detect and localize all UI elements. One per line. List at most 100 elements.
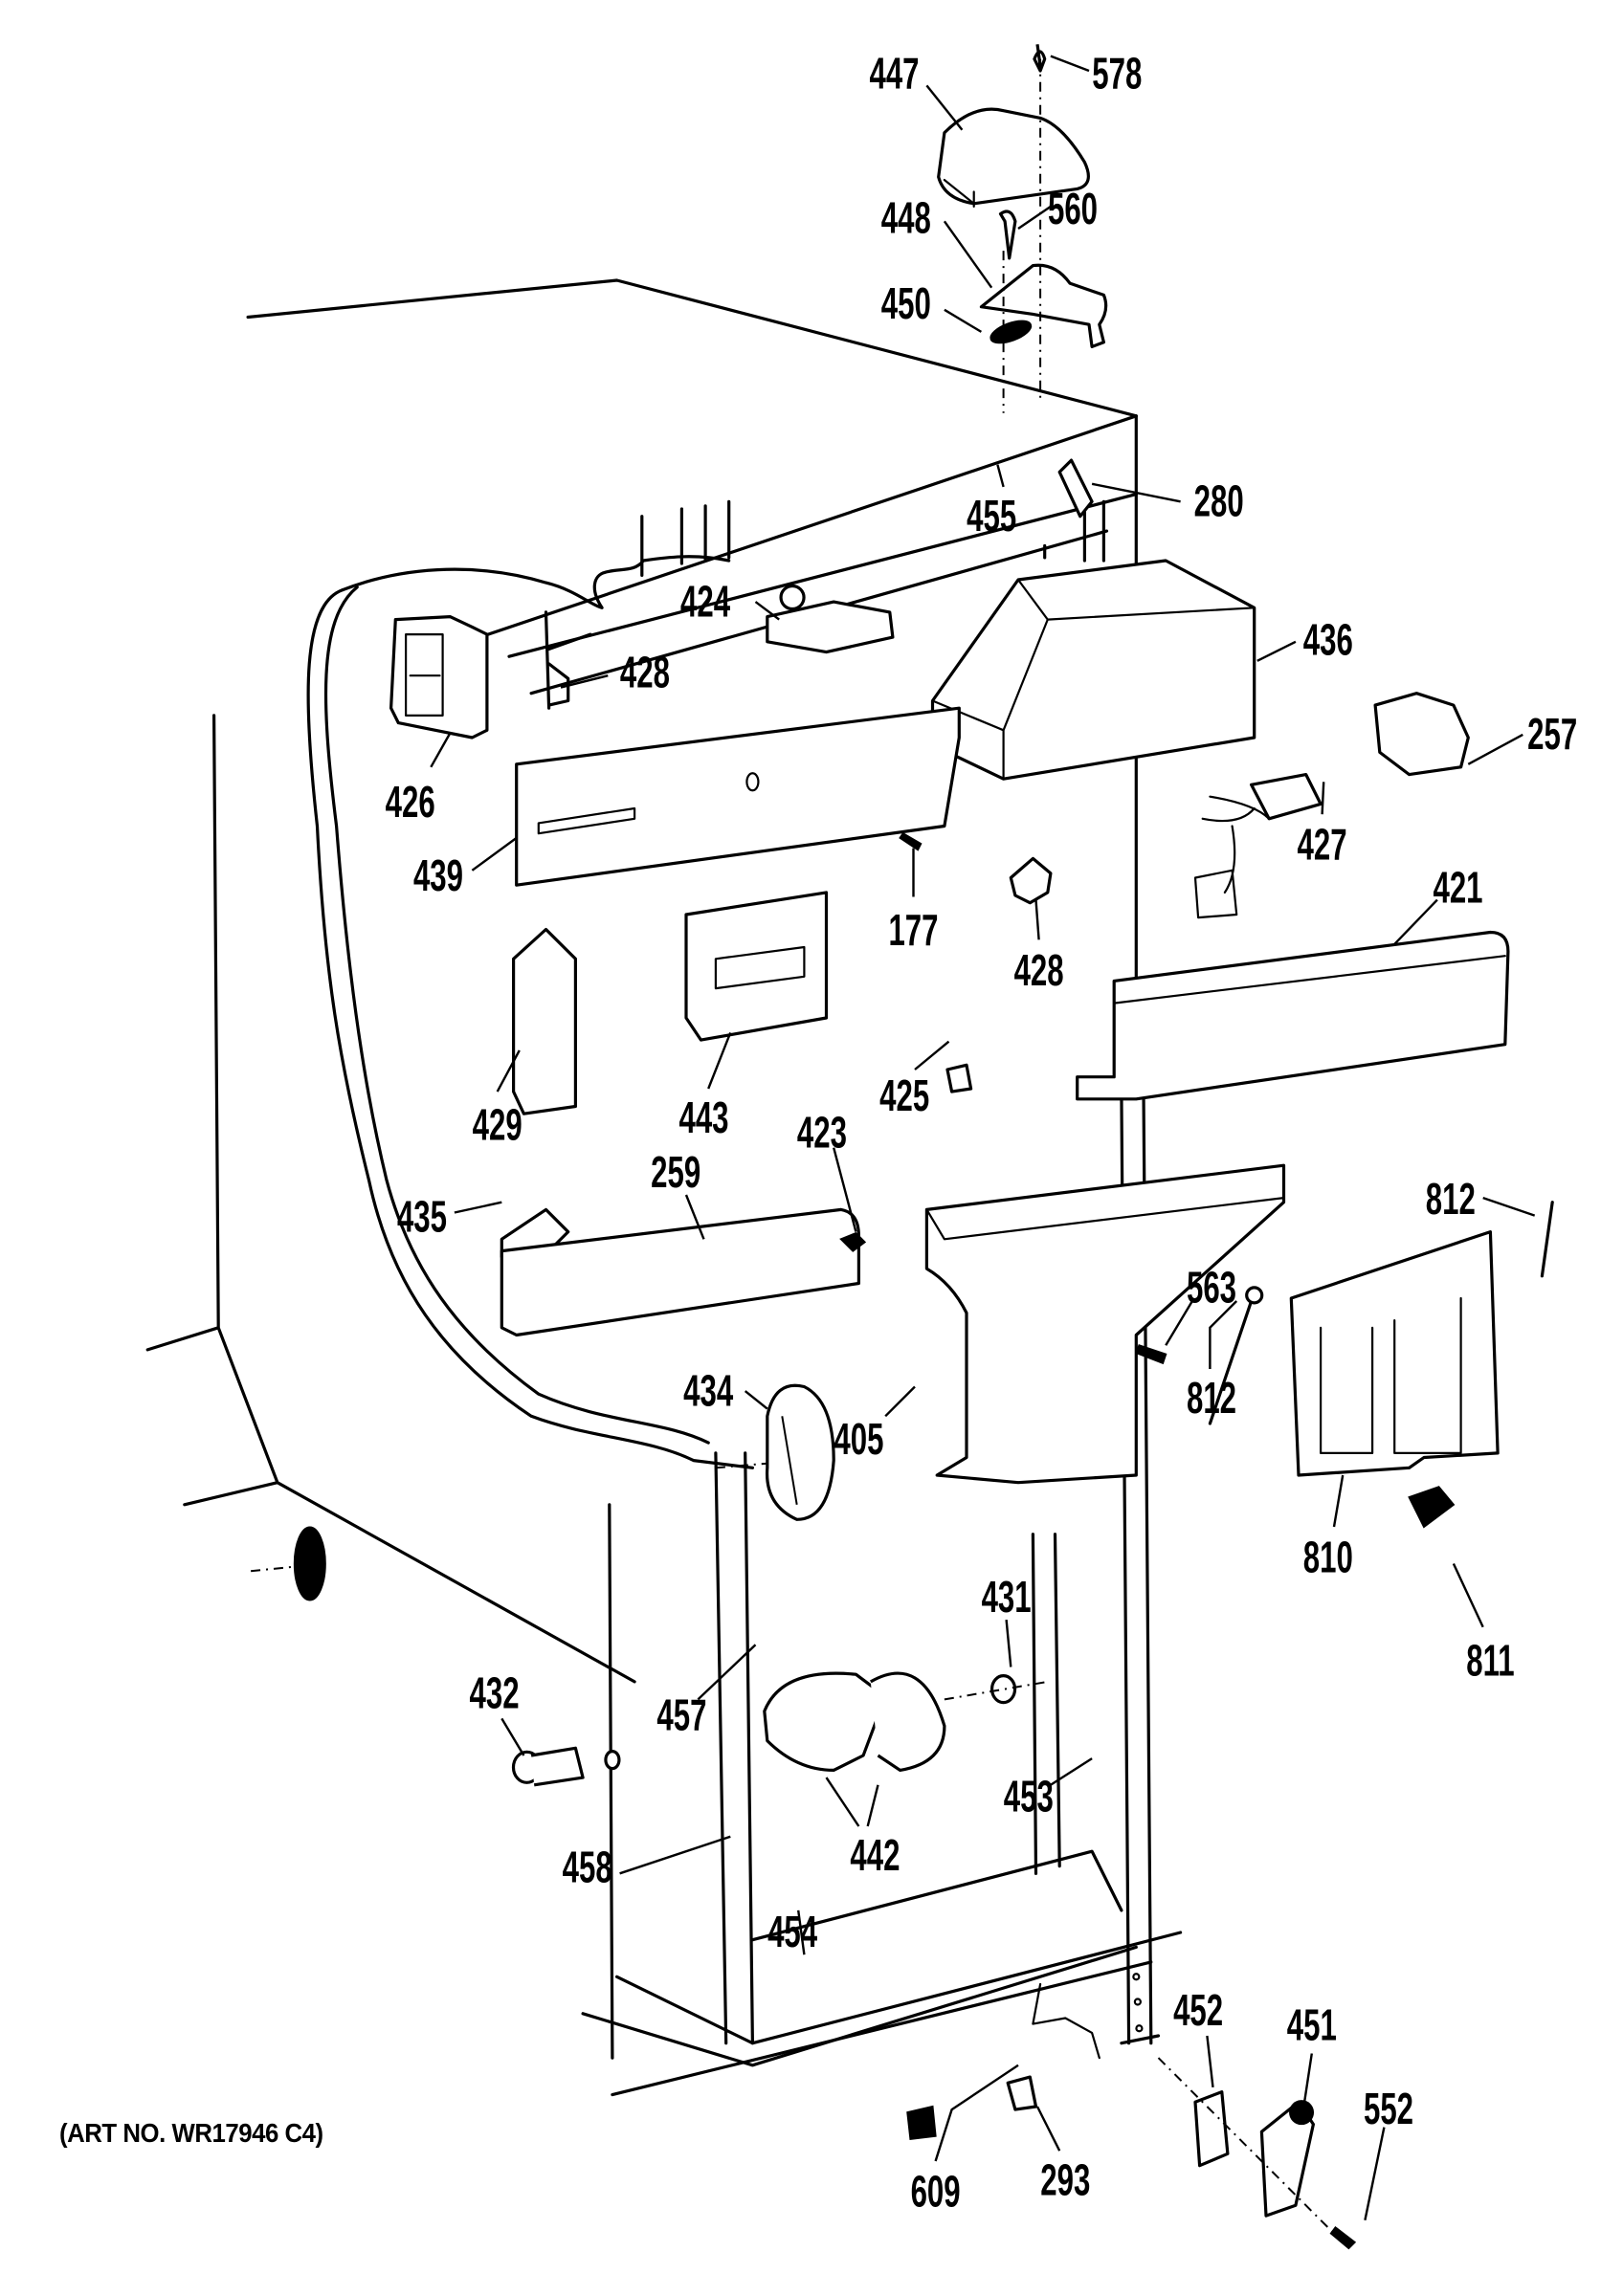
inner-top-edge (507, 493, 1138, 658)
light-bulb-280 (1057, 458, 1094, 519)
hinge-cover (937, 107, 1090, 206)
leader-424 (754, 601, 780, 621)
part-label-425: 425 (879, 1071, 929, 1120)
wire-harness-connector (1250, 773, 1323, 821)
part-label-810: 810 (1303, 1534, 1353, 1582)
leader-435 (454, 1201, 502, 1214)
upper-interior-posts (640, 499, 731, 577)
part-label-405: 405 (834, 1415, 883, 1464)
switch-bracket-428 (544, 610, 592, 710)
part-label-434: 434 (683, 1366, 733, 1415)
part-label-426: 426 (386, 778, 435, 827)
leader-436 (1256, 640, 1297, 662)
wire-harness-wires (1193, 795, 1271, 919)
bracket-429 (512, 927, 577, 1115)
leader-452 (1206, 2035, 1214, 2088)
cam-442-gear (870, 1671, 946, 1772)
door-seam-1 (714, 1451, 728, 2045)
screw-560 (998, 210, 1017, 260)
liner-cutaway-inner (323, 585, 710, 1445)
leader-455 (996, 464, 1005, 488)
mullion-hole (1132, 1973, 1141, 1981)
leader-450 (944, 308, 983, 333)
bushing-432-barrel (530, 1746, 585, 1787)
part-label-452: 452 (1173, 1986, 1223, 2035)
leader-259 (684, 1194, 705, 1240)
switch-426-face (405, 633, 444, 717)
cabinet-left-side (145, 714, 636, 1684)
wire-812a (1540, 1201, 1554, 1278)
hinge-bottom-axis (1157, 2057, 1337, 2236)
bottom-edge-3 (611, 1960, 1153, 2097)
bracket-443-window (714, 945, 806, 990)
screw-563 (1134, 1344, 1167, 1365)
defrost-timer (1373, 692, 1470, 777)
leader-812 (1209, 1300, 1238, 1369)
leader-552 (1364, 2127, 1386, 2220)
oval-axis (251, 1565, 296, 1573)
bushing-432-cap (604, 1750, 621, 1771)
part-label-578: 578 (1092, 49, 1142, 98)
part-label-293: 293 (1040, 2155, 1090, 2204)
leader-560 (1017, 205, 1052, 230)
part-label-431: 431 (982, 1573, 1032, 1622)
control-housing (930, 559, 1256, 781)
screw-552 (1329, 2225, 1357, 2250)
leader-609 (934, 2064, 1019, 2162)
knob-425 (945, 1063, 973, 1093)
grille-434-teeth (781, 1416, 798, 1505)
bottom-edge-1 (615, 1931, 1183, 2045)
leader-280 (1091, 482, 1181, 503)
grille-axis (715, 1462, 767, 1469)
part-label-560: 560 (1048, 185, 1098, 233)
leader-257 (1467, 733, 1523, 765)
part-label-432: 432 (470, 1668, 520, 1717)
bracket-slot (537, 806, 636, 835)
switch-426 (389, 615, 489, 740)
bushing-431-axis (944, 1680, 1048, 1701)
leader-812 (1482, 1196, 1536, 1217)
part-label-439: 439 (413, 851, 463, 900)
part-label-609: 609 (911, 2168, 961, 2217)
leader-427 (1321, 782, 1325, 815)
leader-443 (707, 1031, 732, 1090)
part-label-448: 448 (881, 193, 931, 242)
leader-432 (500, 1717, 525, 1756)
liner-left-edge (608, 1503, 614, 2060)
part-label-442: 442 (850, 1831, 900, 1880)
shim-452 (1193, 2090, 1230, 2168)
part-label-423: 423 (797, 1108, 847, 1157)
leader-448 (943, 220, 993, 289)
part-label-177: 177 (888, 906, 938, 955)
part-label-450: 450 (881, 279, 931, 328)
grille-434 (765, 1383, 835, 1521)
part-label-552: 552 (1364, 2085, 1413, 2133)
part-label-451: 451 (1287, 2000, 1337, 2049)
bottom-edge-2 (581, 1945, 1138, 2067)
mullion-base (1120, 2034, 1161, 2045)
leader-457 (697, 1644, 757, 1701)
part-label-259: 259 (651, 1148, 700, 1197)
light-shield-421 (1076, 930, 1510, 1101)
leader-447 (925, 84, 964, 131)
hinge-cover-edge (943, 179, 975, 208)
leader-405 (884, 1385, 916, 1418)
leader-442 (825, 1777, 879, 1827)
hinge-pin-451 (1289, 2100, 1315, 2126)
wire-812b-end (1245, 1286, 1264, 1305)
light-bulb-423 (839, 1231, 867, 1252)
oval-slot (293, 1526, 326, 1601)
switch-293 (1006, 2075, 1038, 2111)
bracket-hole (745, 772, 760, 792)
part-label-443: 443 (678, 1093, 728, 1142)
bracket-443 (684, 891, 829, 1042)
part-label-458: 458 (563, 1843, 612, 1891)
damper-knob (779, 584, 806, 611)
mounting-bracket-439 (515, 706, 961, 887)
part-label-455: 455 (967, 492, 1016, 541)
leader-451 (1302, 2053, 1313, 2103)
leader-428 (560, 674, 609, 689)
part-label-812: 812 (1426, 1175, 1476, 1224)
